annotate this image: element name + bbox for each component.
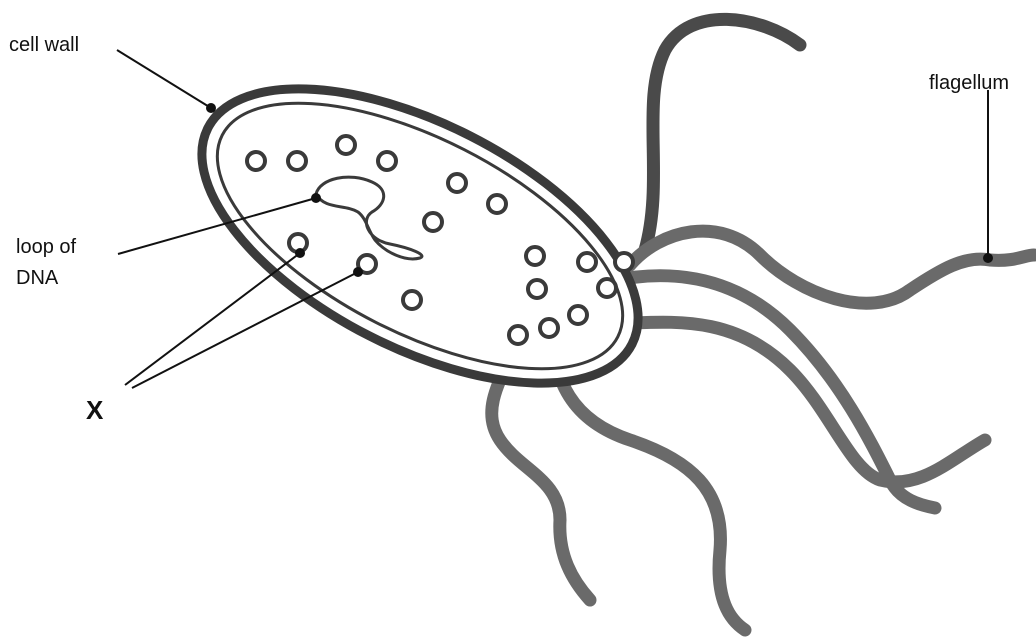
basal-body: [578, 253, 596, 271]
flagellum-lower-right: [580, 322, 985, 482]
granule: [488, 195, 506, 213]
granule: [448, 174, 466, 192]
granule: [288, 152, 306, 170]
pointer-dot: [983, 253, 993, 263]
leader-line-x-2: [132, 272, 358, 388]
basal-body: [598, 279, 616, 297]
pointer-dot: [311, 193, 321, 203]
pointer-dot: [353, 267, 363, 277]
label-dna: DNA: [16, 266, 58, 290]
cell-wall-ring: [157, 28, 683, 444]
label-x: X: [86, 398, 103, 422]
cell-body: [157, 28, 683, 444]
flagellum-middle: [607, 276, 935, 508]
flagellum-top: [645, 19, 800, 250]
granule: [247, 152, 265, 170]
basal-body: [509, 326, 527, 344]
granule: [528, 280, 546, 298]
granule: [378, 152, 396, 170]
leader-line-x-1: [125, 253, 300, 385]
pointer-dot: [206, 103, 216, 113]
granule: [337, 136, 355, 154]
label-loop-of: loop of: [16, 235, 76, 259]
label-cell-wall: cell wall: [9, 33, 79, 57]
granule: [424, 213, 442, 231]
pointer-dot: [295, 248, 305, 258]
basal-body: [540, 319, 558, 337]
granule: [526, 247, 544, 265]
label-flagellum: flagellum: [929, 71, 1009, 95]
basal-body: [569, 306, 587, 324]
basal-body: [615, 253, 633, 271]
granule: [403, 291, 421, 309]
flagellum-right: [630, 231, 1034, 303]
leader-line-cell-wall: [117, 50, 211, 108]
